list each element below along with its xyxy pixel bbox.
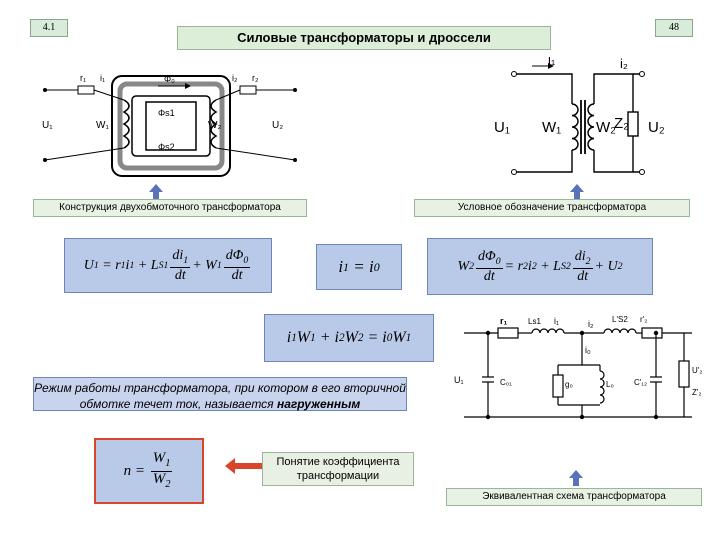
- phis2-label: Φs2: [158, 142, 175, 152]
- ratio-n: n: [123, 462, 132, 479]
- symbol-i1-label: i₁: [548, 56, 556, 67]
- slide-number: 4.1: [30, 19, 68, 37]
- equivalent-circuit-caption: Эквивалентная схема трансформатора: [446, 488, 702, 506]
- r2-label: r₂: [252, 73, 259, 83]
- symbol-i2-label: i₂: [620, 56, 628, 71]
- eq3-dt2: dt: [577, 269, 589, 285]
- w1-label: W₁: [96, 120, 109, 131]
- symbol-u1-label: U₁: [494, 119, 510, 136]
- eq4-i1: i: [286, 329, 292, 346]
- eq-c01-label: C₀₁: [500, 378, 512, 387]
- loaded-mode-note: Режим работы трансформатора, при котором…: [33, 377, 407, 411]
- eq3-ls2: L: [553, 258, 561, 274]
- eq-u1-label: U₁: [454, 375, 464, 385]
- eq3-di2: di: [574, 248, 586, 264]
- eq3-r2: r: [517, 258, 524, 274]
- construction-arrow-icon: [149, 184, 163, 200]
- eq1-u1: U: [83, 257, 94, 273]
- eq1-r1: r: [115, 257, 121, 273]
- ratio-arrow-icon: [225, 458, 265, 474]
- i1-label: i₁: [100, 73, 105, 83]
- equivalent-circuit-diagram: r₁ Ls1 i₁ i₂ L'S2 r'₂ i₀ U₁ C₀₁ g₀ L₀ C'…: [454, 315, 702, 420]
- ratio-caption: Понятие коэффициента трансформации: [262, 452, 414, 486]
- symbol-arrow-icon: [570, 184, 584, 200]
- eq1-dt2: dt: [231, 268, 243, 284]
- page-number: 48: [655, 19, 693, 37]
- symbol-w1-label: W₁: [542, 119, 561, 136]
- u2-label: U₂: [272, 120, 283, 131]
- eq4-i0: i: [382, 329, 387, 346]
- transformer-construction-diagram: r₁ i₁ Φ₀ i₂ r₂ U₁ W₁ Φs1 W₂ U₂ Φs2: [42, 73, 297, 177]
- r1-label: r₁: [80, 73, 86, 83]
- eq-i0-label: i₀: [585, 345, 591, 355]
- eq-l0-label: L₀: [606, 380, 614, 389]
- u1-label: U₁: [42, 120, 53, 131]
- eq2-i1: i: [338, 257, 344, 276]
- eq1-w1: W: [205, 257, 217, 273]
- eq-z2-label: Z'₂: [692, 388, 702, 397]
- eq-g0-label: g₀: [565, 380, 573, 389]
- eq-r1-label: r₁: [500, 316, 508, 326]
- eq-c12-label: C'₁₂: [634, 378, 647, 387]
- eq3-dt1: dt: [483, 269, 495, 285]
- circuit-arrow-icon: [569, 470, 583, 486]
- eq4-i2: i: [334, 329, 339, 346]
- eq-rz-label: r'₂: [640, 315, 647, 324]
- eq-ls2-label: L'S2: [612, 315, 628, 324]
- symbol-caption: Условное обозначение трансформатора: [414, 199, 690, 217]
- eq-u2-label: U'₂: [692, 366, 702, 375]
- eq3-u2: U: [607, 258, 618, 274]
- i2-label: i₂: [232, 73, 238, 83]
- eq-ls1-label: Ls1: [528, 317, 541, 326]
- eq1-dphi: dΦ: [225, 247, 244, 263]
- phis1-label: Φs1: [158, 108, 175, 118]
- eq3-w2: W: [457, 258, 470, 274]
- ratio-w2: W: [152, 470, 166, 487]
- eq1-di1: di: [172, 247, 184, 263]
- loaded-mode-text: Режим работы трансформатора, при котором…: [34, 381, 406, 411]
- eq3-i2: i: [527, 258, 532, 274]
- eq1-dt1: dt: [174, 268, 186, 284]
- w2-label: W₂: [208, 120, 221, 131]
- symbol-z2-label: Z₂: [614, 115, 629, 132]
- eq1-ls1: L: [150, 257, 159, 273]
- eq3-dphi: dΦ: [478, 248, 496, 264]
- loaded-mode-term: нагруженным: [276, 397, 361, 411]
- eq1-i1: i: [125, 257, 130, 273]
- eq2-i0: i: [368, 257, 374, 276]
- construction-caption: Конструкция двухобмоточного трансформато…: [33, 199, 307, 217]
- page-title: Силовые трансформаторы и дроссели: [177, 26, 551, 50]
- eq-i1-label: i₁: [554, 316, 559, 326]
- phi0-label: Φ₀: [164, 74, 175, 84]
- eq-i2-label: i₂: [588, 319, 594, 329]
- ratio-w1: W: [152, 449, 166, 466]
- transformer-symbol-diagram: i₁ i₂ U₁ W₁ W₂ Z₂ U₂: [494, 56, 665, 175]
- symbol-w2-label: W₂: [596, 119, 616, 136]
- symbol-u2-label: U₂: [648, 119, 665, 136]
